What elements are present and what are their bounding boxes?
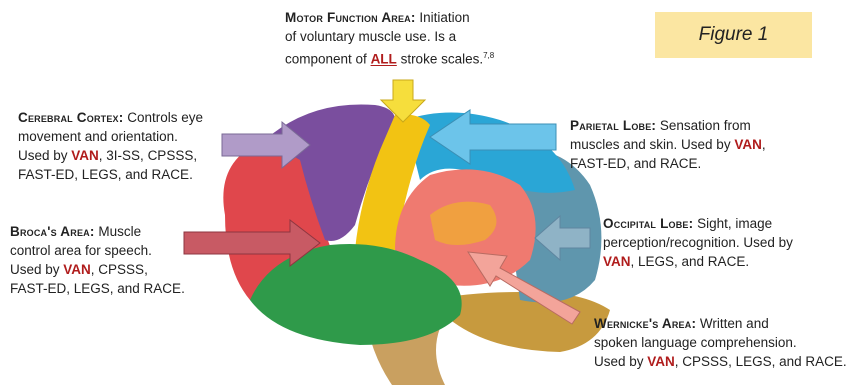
occipital-line1: Sight, image	[697, 216, 772, 231]
parietal-line2-pre: muscles and skin. Used by	[570, 137, 734, 152]
cortex-title: Cerebral Cortex:	[18, 110, 123, 125]
wernicke-line3-pre: Used by	[594, 354, 647, 369]
wernicke-area-label: Wernicke's Area: Written and spoken lang…	[594, 314, 847, 371]
parietal-line2-post: ,	[762, 137, 766, 152]
figure-label-text: Figure 1	[699, 24, 769, 46]
figure-label: Figure 1	[655, 12, 812, 58]
broca-line4: FAST-ED, LEGS, and RACE.	[10, 279, 185, 298]
cerebral-cortex-label: Cerebral Cortex: Controls eye movement a…	[18, 108, 203, 184]
parietal-lobe-label: Parietal Lobe: Sensation from muscles an…	[570, 116, 766, 173]
broca-line1: Muscle	[98, 224, 141, 239]
parietal-line3: FAST-ED, and RACE.	[570, 154, 766, 173]
broca-title: Broca's Area:	[10, 224, 95, 239]
motor-line3-em: ALL	[371, 52, 397, 67]
broca-line2: control area for speech.	[10, 241, 185, 260]
wernicke-line2: spoken language comprehension.	[594, 333, 847, 352]
occipital-line2: perception/recognition. Used by	[603, 233, 793, 252]
occipital-line3-em: VAN	[603, 254, 631, 269]
cortex-line3-em: VAN	[71, 148, 99, 163]
motor-function-label: Motor Function Area: Initiation of volun…	[285, 8, 494, 69]
wernicke-line3-post: , CPSSS, LEGS, and RACE.	[675, 354, 847, 369]
wernicke-line3-em: VAN	[647, 354, 675, 369]
parietal-line1: Sensation from	[660, 118, 751, 133]
broca-line3-pre: Used by	[10, 262, 63, 277]
motor-title: Motor Function Area:	[285, 10, 416, 25]
cortex-line3-pre: Used by	[18, 148, 71, 163]
cortex-line3-post: , 3I-SS, CPSSS,	[99, 148, 197, 163]
motor-line3-pre: component of	[285, 52, 371, 67]
cortex-line1: Controls eye	[127, 110, 203, 125]
cortex-line2: movement and orientation.	[18, 127, 203, 146]
motor-line2: of voluntary muscle use. Is a	[285, 27, 494, 46]
broca-line3-em: VAN	[63, 262, 91, 277]
wernicke-line1: Written and	[700, 316, 769, 331]
cortex-line4: FAST-ED, LEGS, and RACE.	[18, 165, 203, 184]
occipital-line3-post: , LEGS, and RACE.	[631, 254, 750, 269]
motor-line1: Initiation	[419, 10, 469, 25]
broca-line3-post: , CPSSS,	[91, 262, 148, 277]
motor-sup: 7,8	[483, 51, 494, 60]
wernicke-title: Wernicke's Area:	[594, 316, 696, 331]
parietal-title: Parietal Lobe:	[570, 118, 656, 133]
occipital-lobe-label: Occipital Lobe: Sight, image perception/…	[603, 214, 793, 271]
occipital-title: Occipital Lobe:	[603, 216, 693, 231]
broca-area-label: Broca's Area: Muscle control area for sp…	[10, 222, 185, 298]
parietal-line2-em: VAN	[734, 137, 762, 152]
motor-line3-post: stroke scales.	[397, 52, 483, 67]
